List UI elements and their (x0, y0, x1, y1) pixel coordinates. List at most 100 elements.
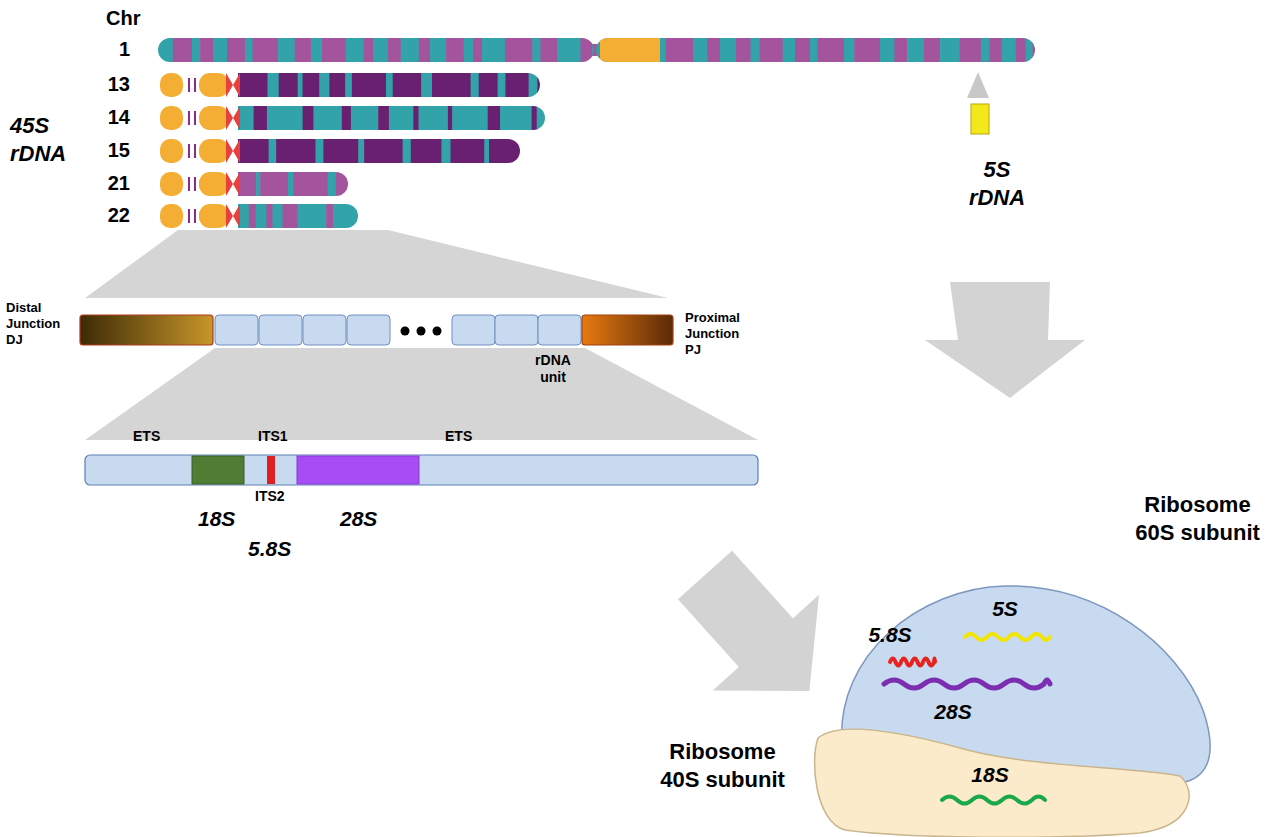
short-arm (199, 106, 229, 130)
chromosome: 14 (92, 101, 550, 135)
chromosome-number: 21 (92, 171, 130, 195)
chromosome-band (532, 106, 538, 130)
chromosome-band (1016, 38, 1026, 62)
stalk (188, 111, 190, 125)
axis-heading: Chr (106, 6, 140, 30)
chromosome-band (981, 38, 990, 62)
chromosome-band (844, 38, 855, 62)
stalk (188, 209, 190, 223)
chromosome-band (488, 106, 501, 130)
centromere (226, 106, 240, 130)
chromosome-band (430, 38, 447, 62)
satellite (160, 106, 183, 130)
locus-label: 45S rDNA (10, 112, 80, 168)
chromosome-number: 1 (92, 37, 130, 61)
rrna-strand (884, 680, 1050, 688)
stalk (194, 78, 196, 92)
chromosome-band (319, 73, 330, 97)
chromosome-number: 22 (92, 203, 130, 227)
chromosome-band (352, 73, 387, 97)
junction-shape (582, 315, 673, 345)
rrna-label: 5.8S (860, 622, 920, 647)
chromosome-band (279, 73, 299, 97)
junction-label: Proximal Junction PJ (685, 310, 749, 358)
chromosome-band (269, 139, 277, 163)
chromosome-band (446, 38, 464, 62)
chromosome-band (505, 73, 529, 97)
stalk (194, 144, 196, 158)
location-pointer (967, 72, 989, 98)
centromere (226, 139, 240, 163)
chromosome-band (783, 38, 796, 62)
satellite (160, 73, 183, 97)
rrna-18s-segment (192, 456, 244, 484)
chromosome-band (500, 106, 532, 130)
chromosome-band (940, 38, 960, 62)
chromosome-number: 14 (92, 105, 130, 129)
chromosome-band (311, 38, 323, 62)
stalk (194, 177, 196, 191)
region-label: ETS (133, 428, 160, 445)
subunit-label: Ribosome 40S subunit (655, 738, 790, 794)
chromosome-band (351, 106, 379, 130)
ellipsis-dot (433, 327, 442, 336)
chromosome-band (322, 38, 346, 62)
ellipsis-dot (417, 327, 426, 336)
gene-label: 18S (198, 506, 235, 531)
chromosome-band (532, 38, 541, 62)
chromosome-band (268, 73, 280, 97)
flow-arrow (925, 282, 1085, 398)
short-arm (199, 73, 229, 97)
gene-label: 5.8S (248, 536, 291, 561)
chromosome-band (707, 38, 720, 62)
chromosome-band (432, 73, 471, 97)
rdna-unit-box (538, 315, 581, 345)
chromosome-band (537, 106, 545, 130)
chromosome-band (482, 38, 506, 62)
ellipsis-dot (401, 327, 410, 336)
rrna-molecule: 5S (955, 596, 1055, 651)
chromosome-band (419, 106, 449, 130)
chromosome-band (346, 38, 364, 62)
chromosome-band (386, 73, 393, 97)
rdna-unit-box (347, 315, 390, 345)
chromosome-band (256, 172, 261, 196)
chromosome-outline (92, 68, 545, 102)
chromosome-band (393, 73, 422, 97)
chromosome-band (854, 38, 880, 62)
rrna-28s-segment (297, 456, 419, 484)
chromosome-band (333, 204, 358, 228)
chromosome-band (693, 38, 708, 62)
chromosome-band (880, 38, 895, 62)
chromosome-band (401, 38, 420, 62)
short-arm (199, 139, 229, 163)
chromosome-band (389, 106, 414, 130)
rrna-strand (942, 797, 1045, 804)
chromosome-band (328, 172, 337, 196)
chromosome-band (1026, 38, 1034, 62)
chromosome-band (720, 38, 736, 62)
stalk (188, 177, 190, 191)
chromosome-band (245, 38, 253, 62)
chromosome-band (295, 38, 312, 62)
gene-label: 28S (340, 506, 377, 531)
chromosome-band (253, 38, 279, 62)
chromosome-band (227, 38, 246, 62)
rrna-strand (890, 659, 935, 666)
chromosome: 15 (92, 134, 525, 168)
chromosome-band (238, 139, 269, 163)
chromosome-band (345, 73, 352, 97)
chromosome-band (293, 172, 328, 196)
chromosome-body (238, 106, 545, 130)
chromosome-band (581, 38, 593, 62)
region-label: ETS (445, 428, 472, 445)
chromosome-band (329, 73, 345, 97)
chromosome-band (421, 73, 432, 97)
chromosome-band (297, 204, 326, 228)
rrna-label: 5S (955, 596, 1055, 621)
junction-box: Distal Junction DJ (0, 298, 216, 350)
chromosome-band (323, 139, 359, 163)
chromosome-band (907, 38, 925, 62)
centromere (226, 172, 240, 196)
